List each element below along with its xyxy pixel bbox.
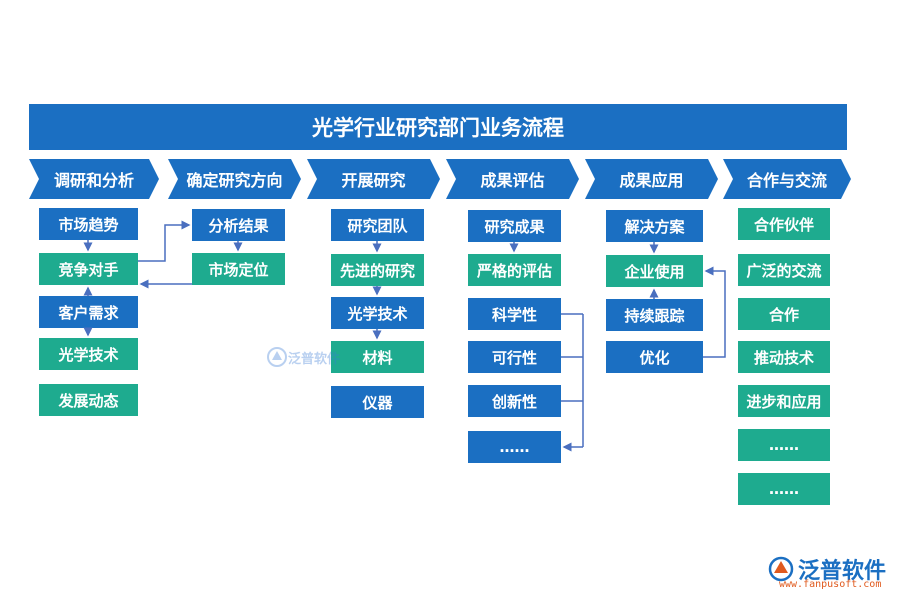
col4-box-scientific: 科学性 [468,298,561,330]
col6-box-partners: 合作伙伴 [738,208,830,240]
col4-box-feasibility: 可行性 [468,341,561,373]
watermark-logo-icon [267,347,287,367]
col5-box-enterprise-use: 企业使用 [606,255,703,287]
col2-box-market-positioning: 市场定位 [192,253,285,285]
col6-box-ellipsis-1: …… [738,429,830,461]
col3-box-instruments: 仪器 [331,386,424,418]
col5-box-solution: 解决方案 [606,210,703,242]
brand-url: www.fanpusoft.com [779,579,882,590]
col4-box-strict-evaluation: 严格的评估 [468,254,561,286]
col3-box-materials: 材料 [331,341,424,373]
col1-box-competitors: 竞争对手 [39,253,138,285]
col5-box-tracking: 持续跟踪 [606,299,703,331]
brand-logo: 泛普软件 [768,553,886,585]
phase-6: 合作与交流 [723,159,851,199]
col3-box-advanced-research: 先进的研究 [331,254,424,286]
arrow-optimize-to-enterprise [703,266,726,358]
diagram-title: 光学行业研究部门业务流程 [29,104,847,150]
col4-box-research-results: 研究成果 [468,210,561,242]
col1-box-dev-trends: 发展动态 [39,384,138,416]
phase-4: 成果评估 [446,159,579,199]
col1-box-customer-needs: 客户需求 [39,296,138,328]
watermark: 泛普软件 [266,346,340,368]
brand-name: 泛普软件 [798,559,887,584]
watermark-text: 泛普软件 [288,351,341,367]
col3-box-optical-tech: 光学技术 [331,297,424,329]
col6-box-progress-application: 进步和应用 [738,385,830,417]
col4-box-innovation: 创新性 [468,385,561,417]
col5-box-optimize: 优化 [606,341,703,373]
phase-3: 开展研究 [307,159,440,199]
brand-logo-icon [768,556,794,582]
arrow-competitor-to-analysis [138,220,191,262]
col2-box-analysis-result: 分析结果 [192,209,285,241]
col1-box-market-trend: 市场趋势 [39,208,138,240]
col6-box-ellipsis-2: …… [738,473,830,505]
col6-box-exchange: 广泛的交流 [738,254,830,286]
phase-1: 调研和分析 [29,159,159,199]
phase-2: 确定研究方向 [168,159,301,199]
col6-box-promote-tech: 推动技术 [738,341,830,373]
col6-box-cooperation: 合作 [738,298,830,330]
col1-box-optical-tech: 光学技术 [39,338,138,370]
col3-box-research-team: 研究团队 [331,209,424,241]
phase-5: 成果应用 [585,159,718,199]
col4-box-ellipsis: …… [468,431,561,463]
